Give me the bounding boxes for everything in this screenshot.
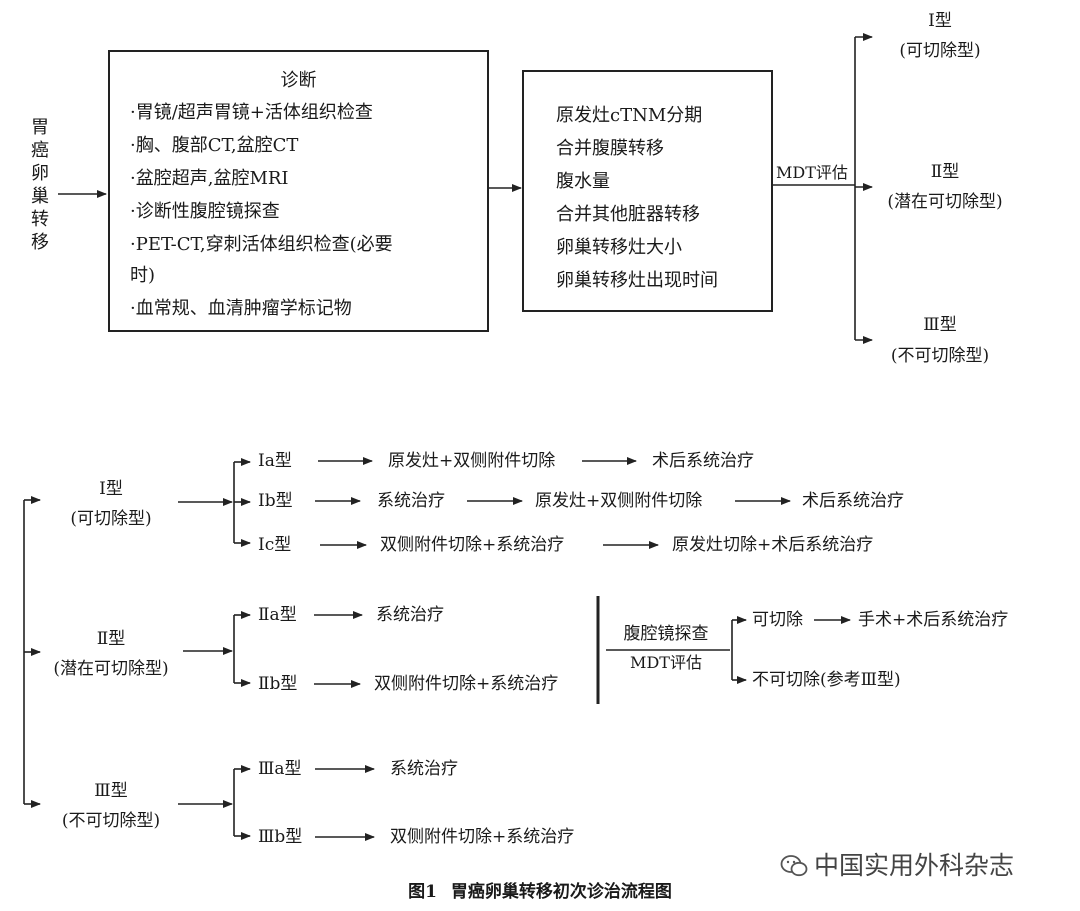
assessment-item: 原发灶cTNM分期 (556, 105, 703, 126)
diagnosis-item: ·胃镜/超声胃镜+活体组织检查 (130, 102, 373, 123)
diagnosis-item: ·PET-CT,穿刺活体组织检查(必要 (130, 234, 393, 255)
assessment-item: 合并其他脏器转移 (556, 204, 700, 225)
type2-name: Ⅱ型 (96, 629, 126, 649)
type3a-step-1: 系统治疗 (390, 759, 458, 779)
diagnosis-item: ·胸、腹部CT,盆腔CT (130, 135, 299, 156)
type2a-step-1: 系统治疗 (376, 605, 444, 625)
type2-mdt-eval-label: MDT评估 (630, 653, 702, 672)
top-type2-name: Ⅱ型 (930, 162, 960, 182)
figure-title: 胃癌卵巢转移初次诊治流程图 (450, 882, 672, 902)
type2b-step-1: 双侧附件切除+系统治疗 (374, 674, 559, 694)
top-type3-name: Ⅲ型 (923, 315, 957, 335)
diagnosis-title: 诊断 (280, 70, 317, 91)
watermark: 中国实用外科杂志 (780, 846, 1014, 882)
diagnosis-item: ·盆腔超声,盆腔MRI (130, 168, 289, 189)
type1a-label: Ⅰa型 (258, 451, 292, 471)
diagnosis-item-continued: 时) (130, 265, 156, 286)
type1b-step-1: 系统治疗 (377, 491, 445, 511)
type2a-label: Ⅱa型 (258, 605, 297, 625)
watermark-text: 中国实用外科杂志 (814, 851, 1015, 880)
type1b-label: Ⅰb型 (258, 491, 293, 511)
laparoscopy-eval-label: 腹腔镜探查 (623, 624, 709, 644)
assessment-item: 卵巢转移灶大小 (556, 237, 682, 258)
type3a-label: Ⅲa型 (258, 759, 302, 779)
figure-number: 图1 (408, 882, 437, 902)
type3-name: Ⅲ型 (94, 781, 128, 801)
assessment-item: 卵巢转移灶出现时间 (556, 270, 718, 291)
type1a-step-2: 术后系统治疗 (652, 451, 754, 471)
type2b-label: Ⅱb型 (258, 674, 298, 694)
diagnosis-item: ·诊断性腹腔镜探查 (130, 201, 280, 222)
type1-desc: (可切除型) (70, 509, 152, 529)
type1a-step-1: 原发灶+双侧附件切除 (388, 451, 556, 471)
type1c-label: Ⅰc型 (258, 535, 292, 555)
top-type1-desc: (可切除型) (899, 41, 981, 61)
type1c-step-1: 双侧附件切除+系统治疗 (380, 535, 565, 555)
outcome-resectable: 可切除 (752, 610, 803, 630)
outcome-resectable-step: 手术+术后系统治疗 (858, 610, 1009, 630)
assessment-item: 腹水量 (556, 171, 610, 192)
type3b-label: Ⅲb型 (258, 827, 303, 847)
side-label-gastric-ovarian-metastasis: 胃癌卵巢转移 (31, 117, 49, 253)
type3b-step-1: 双侧附件切除+系统治疗 (390, 827, 575, 847)
mdt-evaluation-label: MDT评估 (776, 163, 848, 182)
outcome-unresectable: 不可切除(参考Ⅲ型) (752, 670, 901, 690)
diagnosis-box: 诊断 ·胃镜/超声胃镜+活体组织检查 ·胸、腹部CT,盆腔CT ·盆腔超声,盆腔… (108, 50, 489, 332)
type1-name: Ⅰ型 (99, 479, 123, 499)
assessment-item: 合并腹膜转移 (556, 138, 664, 159)
type1b-step-2: 原发灶+双侧附件切除 (535, 491, 703, 511)
type3-desc: (不可切除型) (61, 811, 161, 831)
type1b-step-3: 术后系统治疗 (802, 491, 904, 511)
type2-desc: (潜在可切除型) (53, 659, 169, 679)
figure-caption: 图1 胃癌卵巢转移初次诊治流程图 (408, 877, 672, 902)
assessment-box: 原发灶cTNM分期 合并腹膜转移 腹水量 合并其他脏器转移 卵巢转移灶大小 卵巢… (522, 70, 773, 312)
diagnosis-item: ·血常规、血清肿瘤学标记物 (130, 298, 352, 319)
wechat-icon (780, 855, 808, 877)
top-type1-name: Ⅰ型 (928, 11, 952, 31)
type1c-step-2: 原发灶切除+术后系统治疗 (672, 535, 874, 555)
top-type3-desc: (不可切除型) (890, 346, 990, 366)
top-type2-desc: (潜在可切除型) (887, 192, 1003, 212)
